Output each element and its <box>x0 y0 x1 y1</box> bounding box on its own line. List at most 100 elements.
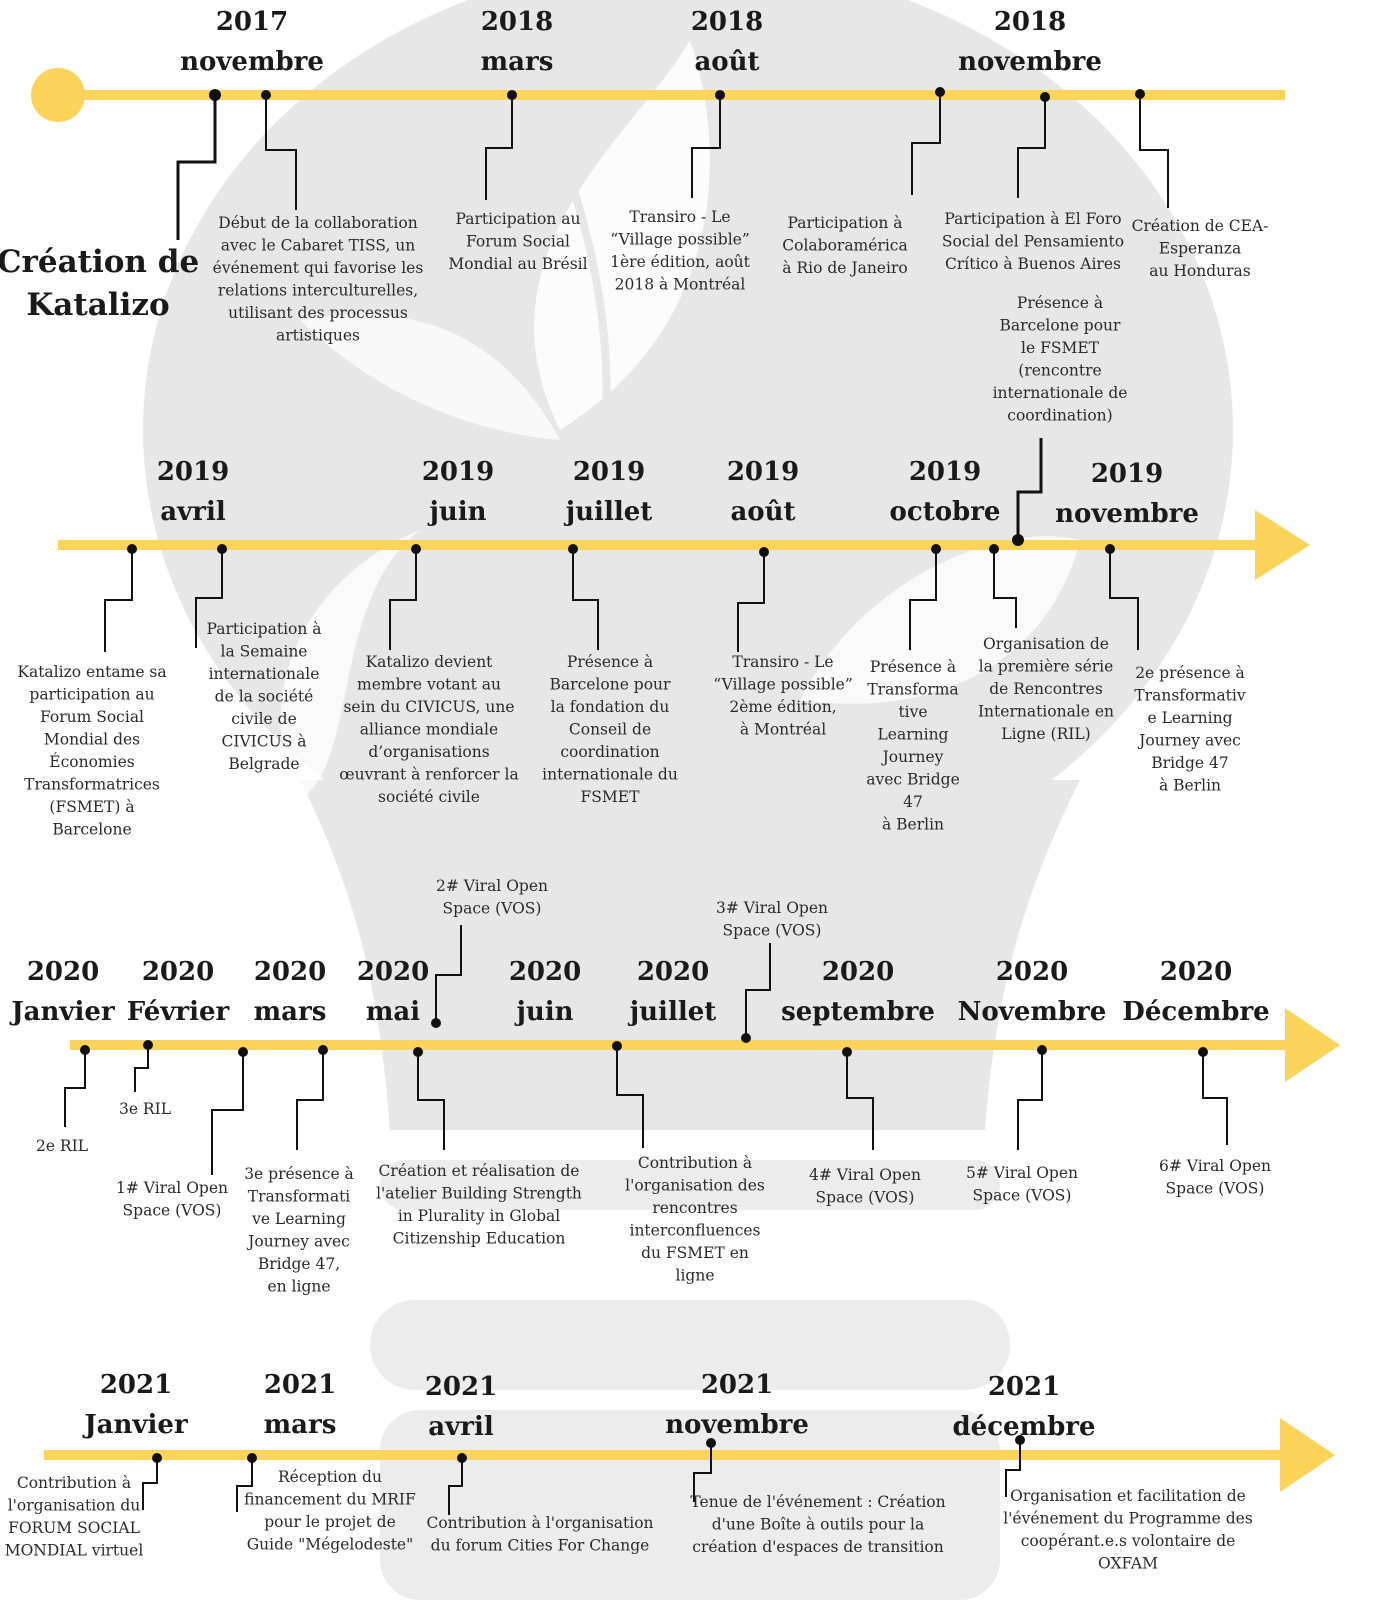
event-text-line: 4# Viral Open <box>809 1166 921 1184</box>
event-connector <box>572 549 599 650</box>
timeline-arrowhead-2 <box>1255 510 1310 580</box>
timeline-start-dot <box>31 68 85 122</box>
event-dot <box>935 87 945 97</box>
event-text-line: Économies <box>49 753 134 771</box>
date-month: novembre <box>1055 499 1199 529</box>
event-text-line: ligne <box>676 1267 715 1285</box>
event-dot <box>612 1041 622 1051</box>
event-text-line: Space (VOS) <box>973 1187 1072 1205</box>
event-text: Transiro - Le“Village possible”2ème édit… <box>713 653 853 739</box>
event-text-line: internationale du <box>542 766 678 784</box>
event-text-line: du forum Cities For Change <box>431 1537 650 1555</box>
event-text-line: participation au <box>29 686 154 704</box>
event-text-line: 1# Viral Open <box>116 1179 228 1197</box>
event-text-line: artistiques <box>276 327 360 345</box>
event-text-line: Transformatrices <box>24 776 160 794</box>
event-text-line: “Village possible” <box>610 231 750 249</box>
event-text-line: Organisation de <box>983 635 1109 653</box>
event-text-line: Forum Social <box>40 708 144 726</box>
event-text-line: internationale de <box>993 384 1128 402</box>
event-text-line: Organisation et facilitation de <box>1010 1487 1246 1505</box>
event-connector <box>693 1443 712 1502</box>
event-text-line: (FSMET) à <box>49 798 134 816</box>
event-dot <box>238 1047 248 1057</box>
event-text-line: de Rencontres <box>989 680 1103 698</box>
date-year: 2018 <box>691 7 763 37</box>
event-dot <box>261 90 271 100</box>
event-text-line: en ligne <box>267 1278 330 1296</box>
event-text-line: d’organisations <box>368 743 489 761</box>
event-dot <box>247 1453 257 1463</box>
event-text-line: in Plurality in Global <box>398 1207 560 1225</box>
event-text-line: Katalizo devient <box>366 653 494 671</box>
event-dot <box>1040 92 1050 102</box>
event-connector <box>1005 1440 1021 1497</box>
event-text-line: Présence à <box>1017 294 1103 312</box>
event-dot <box>318 1045 328 1055</box>
title-line-1: Création de <box>0 244 199 280</box>
event-text-line: coordination) <box>1007 407 1112 425</box>
event-connector <box>1016 438 1043 540</box>
event-text-line: le FSMET <box>1021 339 1100 357</box>
event-text-line: événement qui favorise les <box>213 259 424 277</box>
event-text-line: Journey avec <box>1137 732 1241 750</box>
event-text-line: internationale <box>209 665 320 683</box>
event-dot <box>1198 1047 1208 1057</box>
timeline-arrowhead-4 <box>1280 1418 1335 1492</box>
event-connector <box>134 1045 149 1092</box>
date-year: 2020 <box>1160 957 1232 987</box>
event-text-line: la Semaine <box>221 643 308 661</box>
event-text-line: Belgrade <box>228 755 299 773</box>
event-text-line: l'atelier Building Strength <box>376 1185 582 1203</box>
title-line-2: Katalizo <box>26 287 169 323</box>
event-text-line: FORUM SOCIAL <box>8 1519 140 1537</box>
event-text-line: (rencontre <box>1018 362 1101 380</box>
event-dot <box>143 1040 153 1050</box>
event-text-line: Citizenship Education <box>393 1230 566 1248</box>
event-text-line: Transformativ <box>1134 687 1246 705</box>
event-dot <box>715 90 725 100</box>
event-text-line: Transiro - Le <box>732 653 833 671</box>
event-text-line: 6# Viral Open <box>1159 1157 1271 1175</box>
event-connector <box>236 1458 253 1512</box>
date-year: 2020 <box>254 957 326 987</box>
event-connector <box>1017 1050 1043 1150</box>
event-text: 3e RIL <box>119 1100 171 1118</box>
event-text-line: avec Bridge <box>866 771 960 789</box>
date-month: avril <box>160 497 226 527</box>
event-text-line: avec le Cabaret TISS, un <box>221 237 416 255</box>
event-text-line: ve Learning <box>251 1210 346 1228</box>
event-text-line: Learning <box>878 726 949 744</box>
event-dot <box>1015 1435 1025 1445</box>
event-text-line: d'une Boîte à outils pour la <box>712 1516 925 1534</box>
event-text-line: au Honduras <box>1149 262 1251 280</box>
event-text-line: Barcelone pour <box>1000 317 1122 335</box>
date-year: 2020 <box>996 957 1068 987</box>
event-dot <box>1135 89 1145 99</box>
event-text-line: Bridge 47 <box>1151 754 1228 772</box>
event-text-line: rencontres <box>652 1199 737 1217</box>
event-text-line: Participation au <box>455 210 580 228</box>
event-text-line: e Learning <box>1147 709 1232 727</box>
event-dot <box>1012 534 1024 546</box>
date-month: mars <box>254 997 327 1027</box>
event-connector <box>104 549 133 652</box>
event-connector <box>142 1458 158 1510</box>
event-text-line: alliance mondiale <box>360 721 498 739</box>
event-text-line: Internationale en <box>978 703 1114 721</box>
event-text-line: Barcelone pour <box>550 676 672 694</box>
event-text-line: création d'espaces de transition <box>692 1538 943 1556</box>
event-connector <box>911 92 941 195</box>
event-text-line: Présence à <box>870 658 956 676</box>
event-text-line: Space (VOS) <box>443 900 542 918</box>
event-text-line: interconfluences <box>629 1222 760 1240</box>
